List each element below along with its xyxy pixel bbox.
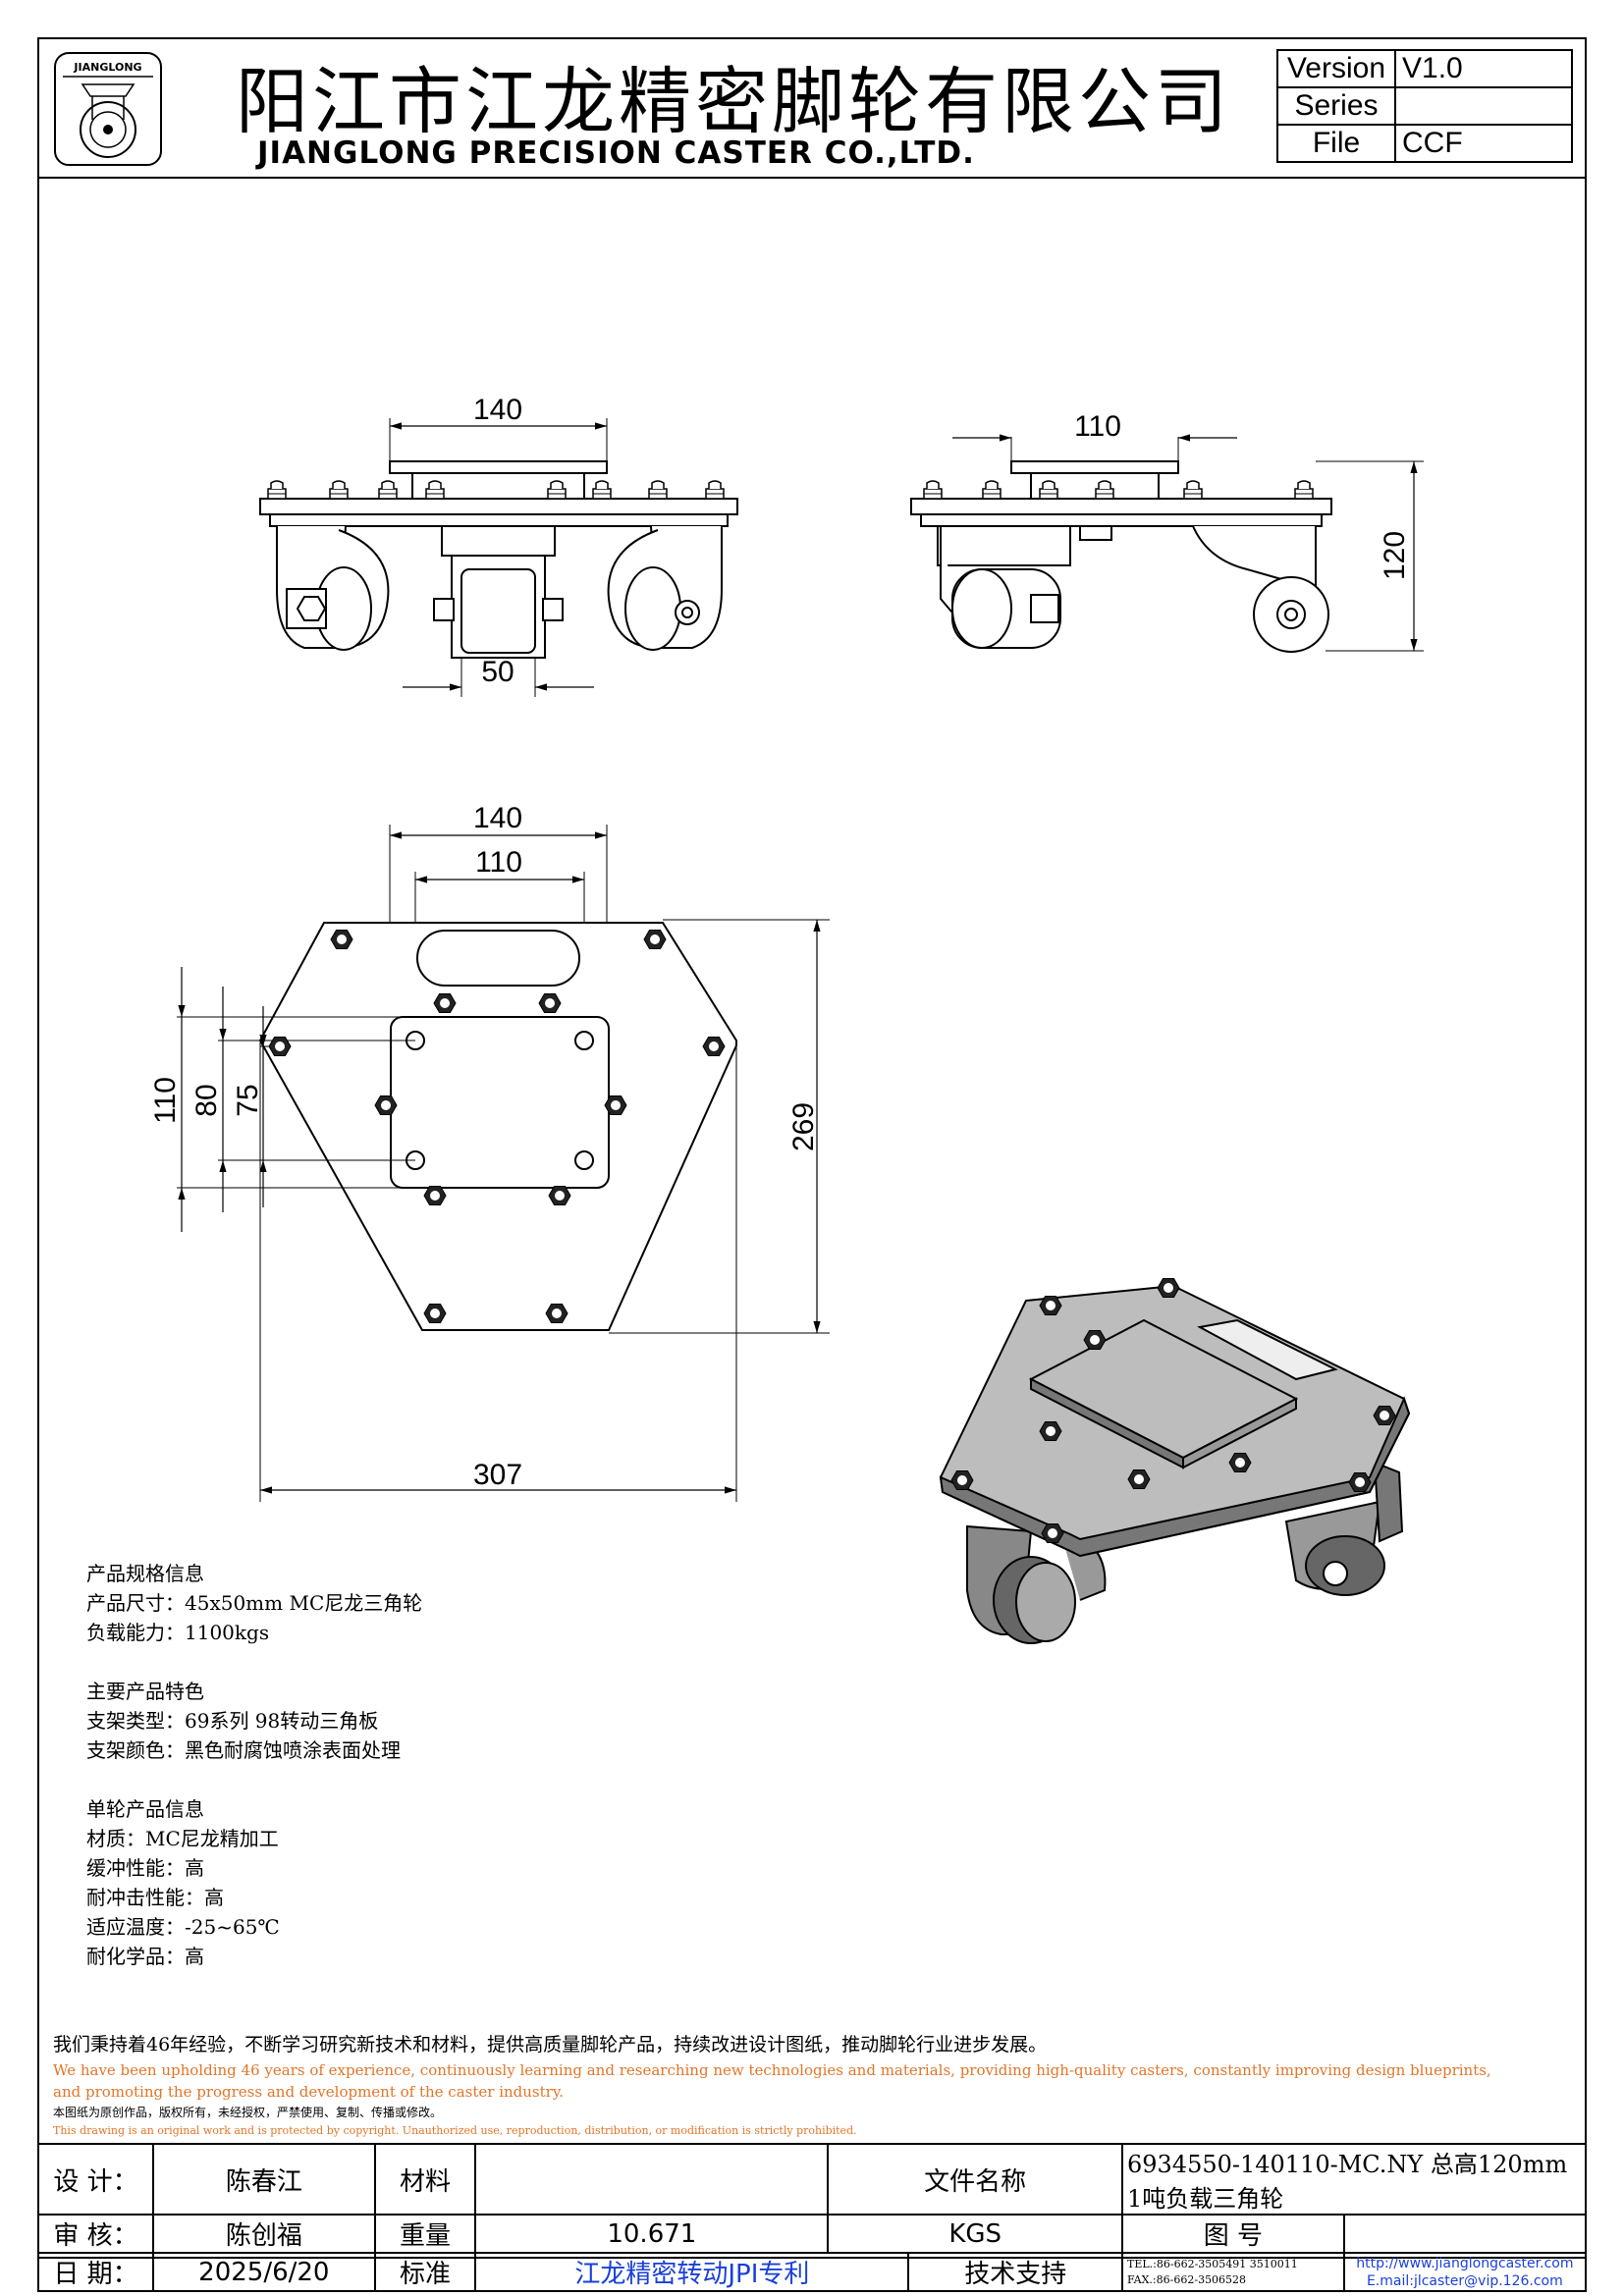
spec-impact: 耐冲击性能：高 [86,1886,224,1909]
notes-block: 我们秉持着46年经验，不断学习研究新技术和材料，提供高质量脚轮产品，持续改进设计… [53,2030,1585,2140]
filename-value: 6934550-140110-MC.NY 总高120mm 1吨负载三角轮 [1120,2143,1588,2216]
note-en-1: We have been upholding 46 years of exper… [53,2061,1491,2079]
material-value [474,2143,830,2216]
dim-left-80: 80 [190,1084,223,1116]
spec-cushion: 缓冲性能：高 [86,1856,204,1880]
filename-label: 文件名称 [827,2143,1123,2216]
company-name-en: JIANGLONG PRECISION CASTER CO.,LTD. [257,135,975,171]
spec-heading-1: 产品规格信息 [86,1562,204,1585]
standard-label: 标准 [373,2252,477,2292]
version-value: V1.0 [1394,49,1573,88]
series-value [1394,86,1573,126]
design-label: 设 计： [37,2143,154,2216]
spec-bracket-type: 支架类型：69系列 98转动三角板 [86,1709,379,1733]
review-value: 陈创福 [151,2214,376,2254]
company-logo: JIANGLONG [54,52,162,166]
weight-label: 重量 [373,2214,477,2254]
dim-front-50: 50 [481,656,514,688]
spec-temperature: 适应温度：-25~65℃ [86,1915,280,1939]
weight-value: 10.671 [474,2214,830,2254]
file-label: File [1276,124,1396,163]
file-value: CCF [1394,124,1573,163]
header-divider [37,177,1587,179]
dim-top-140: 140 [473,802,522,834]
contact-web: http://www.jianglongcaster.com E.mail:jl… [1342,2252,1588,2292]
dim-side-120: 120 [1379,531,1411,580]
series-label: Series [1276,86,1396,126]
contact-phone: TEL.:86-662-3505491 3510011 FAX.:86-662-… [1120,2252,1345,2292]
isometric-view [939,1284,1411,1644]
dim-left-110: 110 [149,1077,182,1124]
front-view [259,418,738,697]
version-table: Version V1.0 Series File CCF [1276,49,1573,163]
spec-load: 负载能力：1100kgs [86,1621,270,1644]
title-block: 设 计： 陈春江 材料 文件名称 6934550-140110-MC.NY 总高… [37,2143,1588,2292]
copyright-en: This drawing is an original work and is … [53,2124,857,2137]
website-link[interactable]: http://www.jianglongcaster.com [1356,2255,1574,2271]
version-label: Version [1276,49,1396,88]
spec-material: 材质：MC尼龙精加工 [86,1827,279,1850]
tel: TEL.:86-662-3505491 3510011 [1126,2257,1298,2270]
spec-bracket-color: 支架颜色：黑色耐腐蚀喷涂表面处理 [86,1738,401,1762]
dim-front-140: 140 [473,394,522,426]
copyright-cn: 本图纸为原创作品，版权所有，未经授权，严禁使用、复制、传播或修改。 [53,2106,443,2119]
material-label: 材料 [373,2143,477,2216]
product-specs: 产品规格信息 产品尺寸：45x50mm MC尼龙三角轮 负载能力：1100kgs… [86,1559,422,1971]
dim-top-307: 307 [473,1459,522,1491]
side-view [910,434,1424,653]
dim-top-110: 110 [475,846,522,879]
spec-heading-3: 单轮产品信息 [86,1797,204,1821]
date-label: 日 期： [37,2252,154,2292]
spec-chemical: 耐化学品：高 [86,1945,204,1968]
drawing-no-label: 图 号 [1120,2214,1345,2254]
dim-left-75: 75 [232,1084,264,1116]
standard-value: 江龙精密转动JPI专利 [474,2252,910,2292]
spec-size: 产品尺寸：45x50mm MC尼龙三角轮 [86,1591,423,1615]
top-view [177,825,830,1502]
dim-top-269: 269 [787,1102,820,1151]
design-value: 陈春江 [151,2143,376,2216]
spec-heading-2: 主要产品特色 [86,1680,204,1703]
weight-unit: KGS [827,2214,1123,2254]
support-label: 技术支持 [907,2252,1123,2292]
fax: FAX.:86-662-3506528 [1126,2272,1247,2286]
email-link[interactable]: E.mail:jlcaster@vip.126.com [1366,2272,1563,2289]
logo-text: JIANGLONG [73,61,141,74]
company-name-cn: 阳江市江龙精密脚轮有限公司 [236,60,1231,144]
review-label: 审 核： [37,2214,154,2254]
date-value: 2025/6/20 [151,2252,376,2292]
drawing-no-value [1342,2214,1588,2254]
note-cn: 我们秉持着46年经验，不断学习研究新技术和材料，提供高质量脚轮产品，持续改进设计… [53,2034,1048,2056]
dim-side-110: 110 [1074,410,1121,443]
note-en-2: and promoting the progress and developme… [53,2083,565,2101]
